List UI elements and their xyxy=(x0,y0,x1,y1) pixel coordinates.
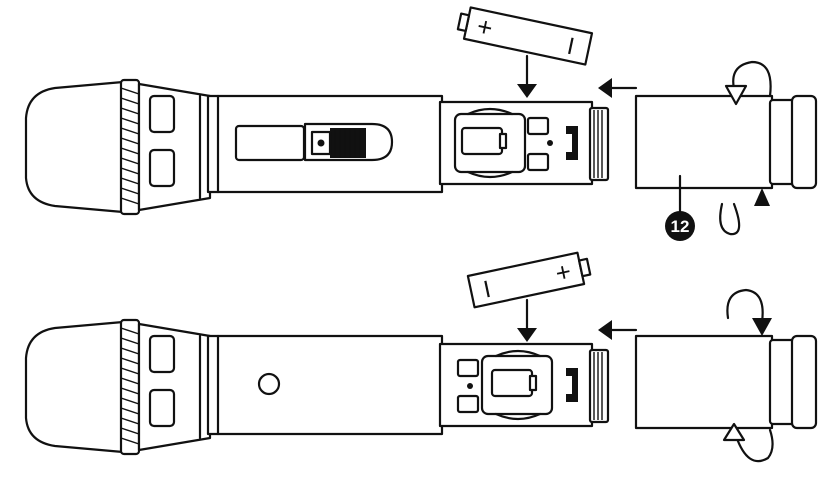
battery-cap-bottom xyxy=(634,334,818,430)
lcd-display xyxy=(234,124,306,162)
power-switch[interactable] xyxy=(303,122,394,162)
battery-cap-top xyxy=(634,94,818,214)
slide-cap-arrow-top xyxy=(598,78,638,98)
thread-bottom xyxy=(588,348,610,424)
battery-plus-label-top: + xyxy=(474,11,495,44)
battery-plus-label-bottom: + xyxy=(553,256,574,289)
callout-badge: 12 xyxy=(665,211,695,241)
mic-grille-head-bottom xyxy=(24,320,125,454)
rotate-arrow-upper-bottom xyxy=(726,288,772,336)
thread-top xyxy=(588,106,610,182)
battery-compartment-top xyxy=(438,100,594,186)
rotate-arrow-upper-top xyxy=(724,60,772,106)
knurled-ring-bottom xyxy=(119,318,141,456)
microphone-bottom xyxy=(24,318,610,456)
mic-grille-head-top xyxy=(24,80,125,214)
rotate-arrow-lower-top xyxy=(719,188,770,236)
knurled-ring-top xyxy=(119,78,141,216)
insert-battery-arrow-top xyxy=(517,54,537,98)
battery-top: + I xyxy=(456,6,594,66)
mic-handle-bottom xyxy=(206,334,444,436)
insert-battery-arrow-bottom xyxy=(517,298,537,342)
callout-number: 12 xyxy=(671,217,690,236)
slide-cap-arrow-bottom xyxy=(598,320,638,340)
battery-bottom: + I xyxy=(466,251,592,309)
microphone-top xyxy=(24,78,610,216)
rotate-arrow-lower-bottom xyxy=(722,422,774,463)
indicator-button[interactable] xyxy=(257,372,281,396)
battery-compartment-bottom xyxy=(438,342,594,428)
